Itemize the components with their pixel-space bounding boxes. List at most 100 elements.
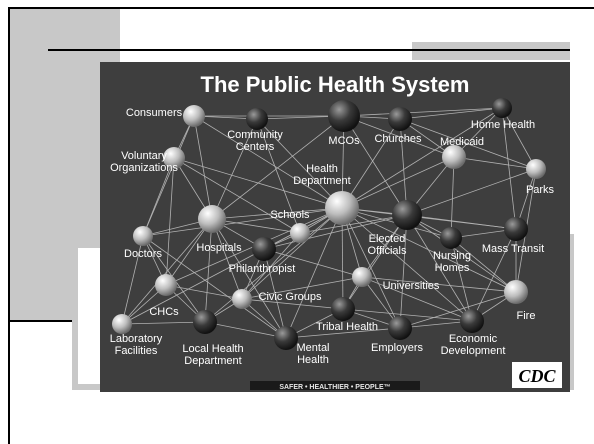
node-hospitals: Hospitals bbox=[196, 205, 242, 254]
edge-health-dept-mental bbox=[285, 207, 343, 339]
node-sphere-hospitals bbox=[198, 205, 226, 233]
decor-mid-line bbox=[10, 320, 72, 322]
node-schools: Schools bbox=[270, 209, 310, 243]
node-chcs: CHCs bbox=[149, 274, 179, 318]
edge-health-dept-econ bbox=[341, 207, 473, 322]
node-sphere-doctors bbox=[133, 226, 153, 246]
node-churches: Churches bbox=[374, 107, 422, 145]
node-medicaid: Medicaid bbox=[440, 136, 484, 169]
node-sphere-parks bbox=[526, 159, 546, 179]
edge-home-health-health-dept bbox=[341, 107, 503, 209]
node-sphere-churches bbox=[388, 107, 412, 131]
edge-home-health-parks bbox=[501, 107, 537, 170]
edge-hospitals-local-health bbox=[204, 218, 213, 323]
edge-chcs-civic bbox=[165, 284, 243, 300]
node-universities: Universities bbox=[352, 267, 440, 292]
node-label-medicaid: Medicaid bbox=[440, 136, 484, 148]
node-label-mcos: MCOs bbox=[328, 135, 360, 147]
node-label-home-health: Home Health bbox=[471, 119, 535, 131]
node-employers: Employers bbox=[371, 316, 423, 354]
edge-elected-econ bbox=[406, 214, 473, 322]
edge-health-dept-hospitals bbox=[211, 207, 343, 220]
node-label-universities: Universities bbox=[383, 280, 440, 292]
node-label-parks: Parks bbox=[526, 184, 555, 196]
edge-nursing-econ bbox=[450, 237, 473, 322]
edge-consumers-doctors bbox=[142, 115, 195, 237]
node-sphere-philanthropist bbox=[252, 237, 276, 261]
edge-universities-fire bbox=[361, 276, 517, 293]
node-parks: Parks bbox=[526, 159, 555, 196]
node-transit: Mass Transit bbox=[482, 217, 544, 255]
node-sphere-medicaid bbox=[442, 145, 466, 169]
edge-hospitals-mental bbox=[211, 218, 287, 339]
node-sphere-transit bbox=[504, 217, 528, 241]
node-fire: Fire bbox=[504, 280, 535, 322]
frame-left-line bbox=[8, 7, 10, 444]
cdc-logo: CDC bbox=[512, 362, 562, 388]
edge-medicaid-nursing bbox=[450, 156, 455, 239]
node-sphere-nursing bbox=[440, 227, 462, 249]
node-label-fire: Fire bbox=[517, 310, 536, 322]
node-sphere-tribal bbox=[331, 297, 355, 321]
edge-schools-civic bbox=[241, 232, 301, 300]
edge-universities-econ bbox=[361, 276, 473, 322]
edge-churches-elected bbox=[399, 118, 408, 216]
node-home-health: Home Health bbox=[471, 98, 535, 131]
edge-community-centers-hospitals bbox=[211, 118, 258, 220]
edge-churches-home-health bbox=[399, 107, 503, 120]
edge-health-dept-doctors bbox=[142, 207, 343, 237]
node-sphere-voluntary bbox=[163, 147, 185, 169]
edge-doctors-mental bbox=[142, 235, 287, 339]
node-mcos: MCOs bbox=[328, 100, 360, 147]
edge-tribal-econ bbox=[342, 308, 473, 322]
node-label-transit: Mass Transit bbox=[482, 243, 544, 255]
edge-doctors-lab bbox=[121, 235, 144, 325]
edge-health-dept-local-health bbox=[204, 207, 343, 323]
node-sphere-lab bbox=[112, 314, 132, 334]
node-sphere-schools bbox=[290, 223, 310, 243]
edge-fire-employers bbox=[399, 291, 517, 329]
edge-elected-transit bbox=[406, 214, 517, 230]
edge-voluntary-health-dept bbox=[173, 157, 343, 209]
node-sphere-universities bbox=[352, 267, 372, 287]
node-philanthropist: Philanthropist bbox=[229, 237, 295, 275]
edge-voluntary-schools bbox=[173, 157, 301, 234]
edge-mcos-elected bbox=[343, 115, 408, 216]
node-sphere-home-health bbox=[492, 98, 512, 118]
edge-philanthropist-elected bbox=[263, 214, 408, 250]
node-sphere-employers bbox=[388, 316, 412, 340]
slide-title: The Public Health System bbox=[201, 72, 470, 97]
edge-churches-parks bbox=[399, 118, 537, 170]
node-label-employers: Employers bbox=[371, 342, 423, 354]
node-sphere-health-dept bbox=[325, 191, 359, 225]
edge-hospitals-lab bbox=[121, 218, 213, 325]
edge-consumers-health-dept bbox=[193, 115, 343, 209]
node-sphere-community-centers bbox=[246, 108, 268, 130]
node-sphere-consumers bbox=[183, 105, 205, 127]
edge-universities-civic bbox=[241, 276, 363, 300]
edge-civic-tribal bbox=[241, 298, 344, 310]
node-sphere-elected bbox=[392, 200, 422, 230]
edge-medicaid-parks bbox=[453, 156, 537, 170]
edge-parks-elected bbox=[406, 168, 537, 216]
edge-mental-employers bbox=[285, 327, 401, 339]
edge-medicaid-health-dept bbox=[341, 156, 455, 209]
node-sphere-mental bbox=[274, 326, 298, 350]
edge-elected-fire bbox=[406, 214, 517, 293]
node-label-schools: Schools bbox=[270, 209, 310, 221]
edge-elected-employers bbox=[399, 214, 408, 329]
node-sphere-fire bbox=[504, 280, 528, 304]
edge-philanthropist-mental bbox=[263, 248, 287, 339]
